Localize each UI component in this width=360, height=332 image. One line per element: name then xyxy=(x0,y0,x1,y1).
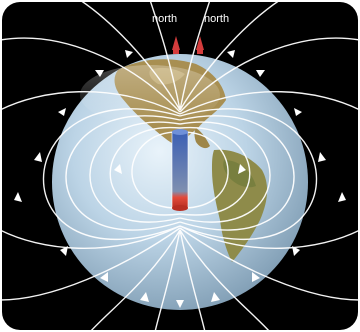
bar-magnet xyxy=(171,129,189,211)
central-america-landmass xyxy=(194,128,210,149)
north-pole-arrows xyxy=(172,36,204,54)
left-pole-arrow xyxy=(172,36,180,50)
south-america-landmass xyxy=(212,149,268,262)
north-label-left: north xyxy=(152,13,177,25)
right-pole-arrow xyxy=(196,36,204,50)
field-line-arrows xyxy=(14,50,346,308)
north-label-right: north xyxy=(204,13,229,25)
